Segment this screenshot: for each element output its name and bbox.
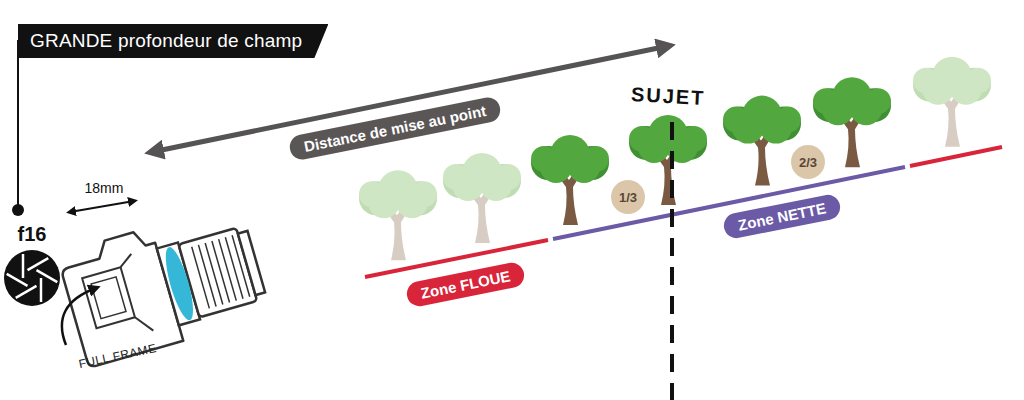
subject-line [670, 122, 674, 400]
tree [531, 135, 609, 225]
camera-symbol [57, 202, 272, 368]
tree [443, 153, 521, 243]
tree [913, 57, 991, 147]
node-text: Distance de mise au point [303, 102, 488, 155]
tree [723, 96, 801, 186]
leader-dot [12, 204, 24, 216]
focal-arrow [70, 201, 134, 212]
third-marker: 2/3 [791, 145, 825, 179]
pointer-arrow [62, 288, 96, 345]
subject-label: SUJET [630, 83, 706, 110]
tree-row [359, 57, 991, 261]
aperture-value: f16 [18, 223, 47, 246]
sharp-zone-line [553, 167, 905, 239]
node-text: 1/3 [619, 190, 637, 205]
blur-zone-line [910, 147, 1002, 166]
title-banner: GRANDE profondeur de champ [18, 24, 328, 58]
node-text: Zone NETTE [737, 199, 828, 233]
aperture-icon [4, 250, 60, 306]
tree [359, 170, 437, 260]
node-text: Zone FLOUE [419, 267, 511, 301]
node-text: 2/3 [799, 155, 817, 170]
third-marker: 1/3 [611, 180, 645, 214]
focal-length: 18mm [85, 180, 124, 196]
tree [813, 77, 891, 167]
leader-line [17, 40, 19, 208]
title-text: GRANDE profondeur de champ [30, 30, 302, 51]
distance-pill: Distance de mise au point [288, 95, 503, 161]
